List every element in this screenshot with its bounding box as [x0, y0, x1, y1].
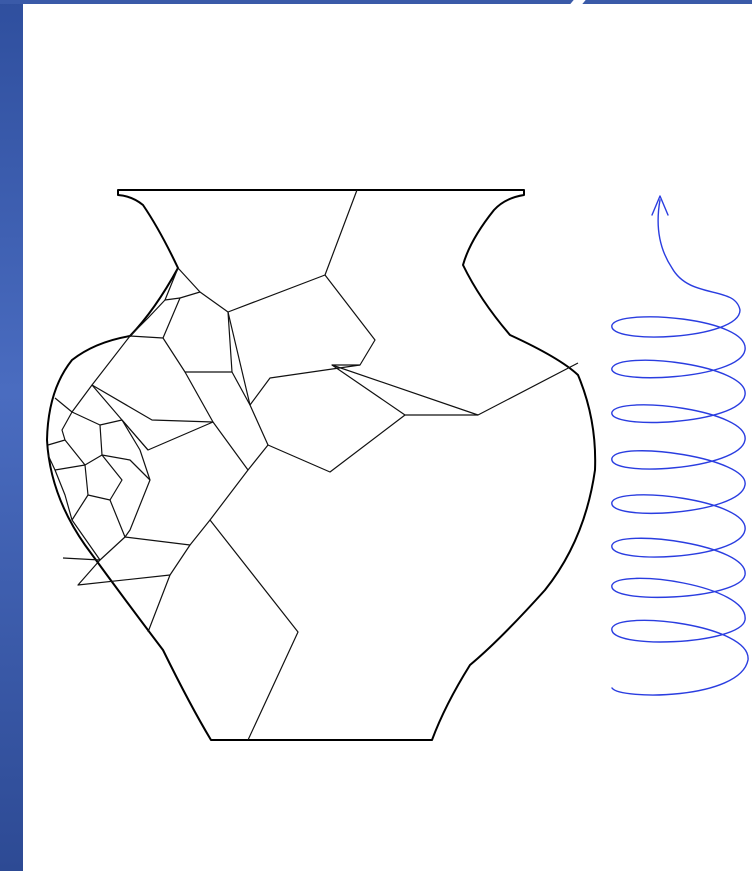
crack-line [62, 412, 148, 450]
spring-coil [612, 200, 748, 695]
crack-line [72, 520, 125, 560]
crack-line [110, 500, 190, 545]
spring-arrowhead [652, 196, 668, 215]
crack-line [228, 312, 405, 472]
vase-outline [47, 190, 595, 740]
vase-rim [47, 190, 595, 740]
crack-line [332, 365, 478, 415]
crack-line [130, 300, 165, 336]
crack-line [92, 336, 213, 450]
crack-line [100, 425, 150, 537]
crack-line [178, 190, 357, 312]
vase-cracks [48, 190, 578, 740]
crack-line [55, 385, 92, 412]
crack-line [48, 440, 85, 465]
crack-line [55, 470, 88, 520]
crack-line [122, 420, 150, 480]
crack-line [130, 336, 232, 372]
crack-line [165, 268, 180, 300]
crack-line [210, 470, 298, 740]
crack-line [78, 560, 170, 585]
crack-line [85, 455, 122, 500]
helical-spring-arrow [612, 196, 748, 695]
crack-line [250, 275, 375, 405]
crack-line [163, 292, 200, 338]
